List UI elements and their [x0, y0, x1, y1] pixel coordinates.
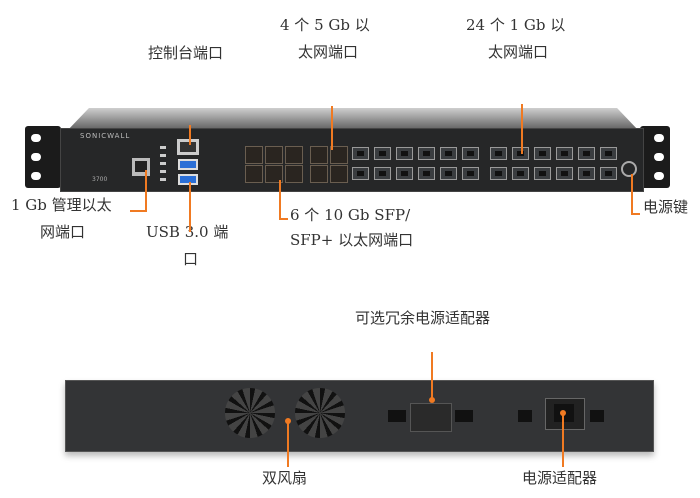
usb-label-line1: USB 3.0 端 [146, 223, 229, 241]
callout-line [189, 125, 191, 145]
ethernet-port[interactable] [396, 147, 413, 160]
callout-line [279, 180, 281, 220]
5gb-label-line1: 4 个 5 Gb 以 [280, 16, 370, 34]
callout-line [189, 182, 191, 232]
right-rack-ear [640, 126, 670, 188]
mgmt-port[interactable] [132, 158, 150, 176]
ethernet-port[interactable] [374, 167, 391, 180]
callout-line [431, 352, 433, 400]
ethernet-port[interactable] [556, 167, 573, 180]
ethernet-port[interactable] [490, 167, 507, 180]
power-button[interactable] [621, 161, 637, 177]
model-number: 3700 [92, 176, 108, 183]
ethernet-port[interactable] [534, 167, 551, 180]
ethernet-port[interactable] [418, 167, 435, 180]
ethernet-port[interactable] [512, 167, 529, 180]
console-port[interactable] [177, 139, 199, 155]
sfp-label-line2: SFP+ 以太网端口 [290, 231, 414, 249]
ethernet-port[interactable] [534, 147, 551, 160]
5gb-label-line2: 太网端口 [298, 43, 359, 61]
ethernet-port[interactable] [440, 167, 457, 180]
mgmt-label-line2: 网端口 [40, 223, 86, 241]
callout-line [631, 213, 640, 215]
redundant-psu-cover [410, 403, 452, 432]
ethernet-port[interactable] [490, 147, 507, 160]
callout-line [631, 174, 633, 215]
power-button-label: 电源键 [643, 198, 689, 216]
fan [225, 388, 275, 438]
sfp-label-line1: 6 个 10 Gb SFP/ [290, 206, 411, 224]
ethernet-port[interactable] [396, 167, 413, 180]
callout-line [145, 170, 147, 212]
power-adapter-label: 电源适配器 [522, 469, 598, 487]
usb-port[interactable] [178, 159, 198, 170]
console-port-label: 控制台端口 [148, 44, 224, 62]
callout-line [287, 422, 289, 467]
callout-line [279, 218, 288, 220]
callout-line [521, 104, 523, 154]
mgmt-label-line1: 1 Gb 管理以太 [11, 196, 112, 214]
ethernet-port[interactable] [600, 147, 617, 160]
ethernet-port[interactable] [440, 147, 457, 160]
callout-line [562, 414, 564, 467]
ethernet-port[interactable] [374, 147, 391, 160]
1gb-label-line2: 太网端口 [488, 43, 549, 61]
ethernet-port[interactable] [352, 167, 369, 180]
usb-label-line2: 口 [183, 250, 199, 268]
ethernet-port[interactable] [352, 147, 369, 160]
left-rack-ear [25, 126, 61, 188]
callout-line [130, 210, 147, 212]
usb-port[interactable] [178, 174, 198, 185]
ethernet-port[interactable] [600, 167, 617, 180]
ethernet-port[interactable] [512, 147, 529, 160]
dual-fans-label: 双风扇 [262, 469, 308, 487]
redundant-psu-label: 可选冗余电源适配器 [355, 309, 491, 327]
ethernet-port[interactable] [462, 147, 479, 160]
ethernet-port[interactable] [578, 147, 595, 160]
ethernet-port[interactable] [556, 147, 573, 160]
ethernet-port[interactable] [418, 147, 435, 160]
fan [295, 388, 345, 438]
ethernet-port[interactable] [462, 167, 479, 180]
brand-logo: SONICWALL [80, 132, 131, 140]
callout-line [331, 106, 333, 150]
ethernet-port[interactable] [578, 167, 595, 180]
status-leds [160, 146, 166, 184]
1gb-label-line1: 24 个 1 Gb 以 [466, 16, 566, 34]
